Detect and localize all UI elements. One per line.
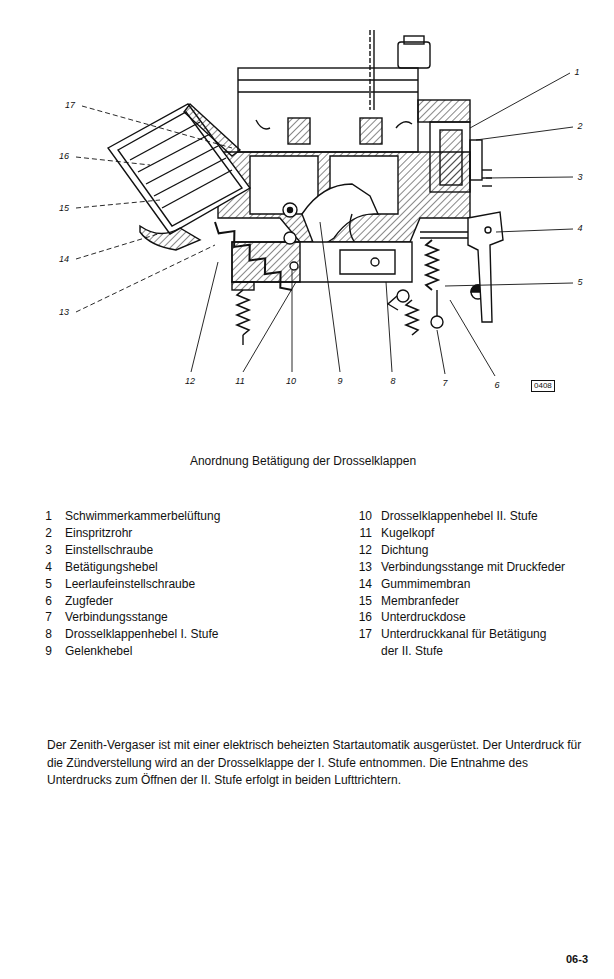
legend-text: Unterdruckkanal für Betätigung der II. S… bbox=[381, 626, 561, 660]
legend-number: 8 bbox=[30, 626, 52, 642]
legend-text: Drosselklappenhebel II. Stufe bbox=[381, 508, 538, 525]
body-text: Der Zenith-Vergaser ist mit einer elektr… bbox=[47, 737, 587, 790]
callout-number: 9 bbox=[337, 376, 342, 386]
callout-number: 11 bbox=[235, 376, 244, 386]
legend-number: 10 bbox=[348, 508, 372, 524]
legend-number: 9 bbox=[30, 643, 52, 659]
legend-number: 11 bbox=[348, 525, 372, 541]
legend-text: Gelenkhebel bbox=[65, 643, 132, 660]
callout-number: 3 bbox=[577, 172, 582, 182]
legend-text: Membranfeder bbox=[381, 593, 459, 610]
legend-text: Leerlaufeinstellschraube bbox=[65, 576, 195, 593]
legend-number: 17 bbox=[348, 626, 372, 642]
legend-number: 6 bbox=[30, 593, 52, 609]
legend-number: 13 bbox=[348, 559, 372, 575]
callout-number: 15 bbox=[59, 203, 69, 213]
figure-number: 0408 bbox=[534, 381, 552, 391]
legend-number: 4 bbox=[30, 559, 52, 575]
callout-number: 1 bbox=[574, 67, 579, 77]
callout-number: 4 bbox=[577, 223, 582, 233]
legend-number: 3 bbox=[30, 542, 52, 558]
carburetor-drawing bbox=[108, 30, 503, 345]
callout-number: 17 bbox=[65, 100, 75, 110]
callout-number: 10 bbox=[286, 376, 296, 386]
figure-number-box: 0408 bbox=[531, 380, 555, 392]
legend-text: Verbindungsstange mit Druckfeder bbox=[381, 559, 565, 576]
callout-number: 6 bbox=[494, 380, 499, 390]
legend-text: Einstellschraube bbox=[65, 542, 153, 559]
page-number: 06-3 bbox=[566, 952, 588, 966]
callout-number: 14 bbox=[59, 254, 69, 264]
callout-number: 7 bbox=[442, 378, 447, 388]
figure-caption: Anordnung Betätigung der Drosselklappen bbox=[0, 453, 610, 469]
legend-number: 1 bbox=[30, 508, 52, 524]
legend-number: 5 bbox=[30, 576, 52, 592]
legend-number: 7 bbox=[30, 609, 52, 625]
leader-lines bbox=[76, 73, 573, 376]
legend-text: Gummimembran bbox=[381, 576, 470, 593]
callout-number: 5 bbox=[577, 277, 582, 287]
legend-number: 12 bbox=[348, 542, 372, 558]
callout-number: 13 bbox=[59, 307, 69, 317]
legend-text: Betätigungshebel bbox=[65, 559, 158, 576]
legend-text: Kugelkopf bbox=[381, 525, 434, 542]
legend-text: Einspritzrohr bbox=[65, 525, 132, 542]
legend-text: Zugfeder bbox=[65, 593, 113, 610]
legend-number: 2 bbox=[30, 525, 52, 541]
legend-text: Unterdruckdose bbox=[381, 609, 466, 626]
legend-text: Schwimmerkammerbelüftung bbox=[65, 508, 220, 525]
callout-number: 8 bbox=[390, 376, 395, 386]
legend-number: 14 bbox=[348, 576, 372, 592]
legend-number: 16 bbox=[348, 609, 372, 625]
callout-number: 16 bbox=[59, 151, 69, 161]
legend-text: Drosselklappenhebel I. Stufe bbox=[65, 626, 218, 643]
callout-number: 2 bbox=[577, 121, 582, 131]
legend-text: Verbindungsstange bbox=[65, 609, 168, 626]
legend-text: Dichtung bbox=[381, 542, 428, 559]
callout-number: 12 bbox=[185, 376, 195, 386]
legend-number: 15 bbox=[348, 593, 372, 609]
